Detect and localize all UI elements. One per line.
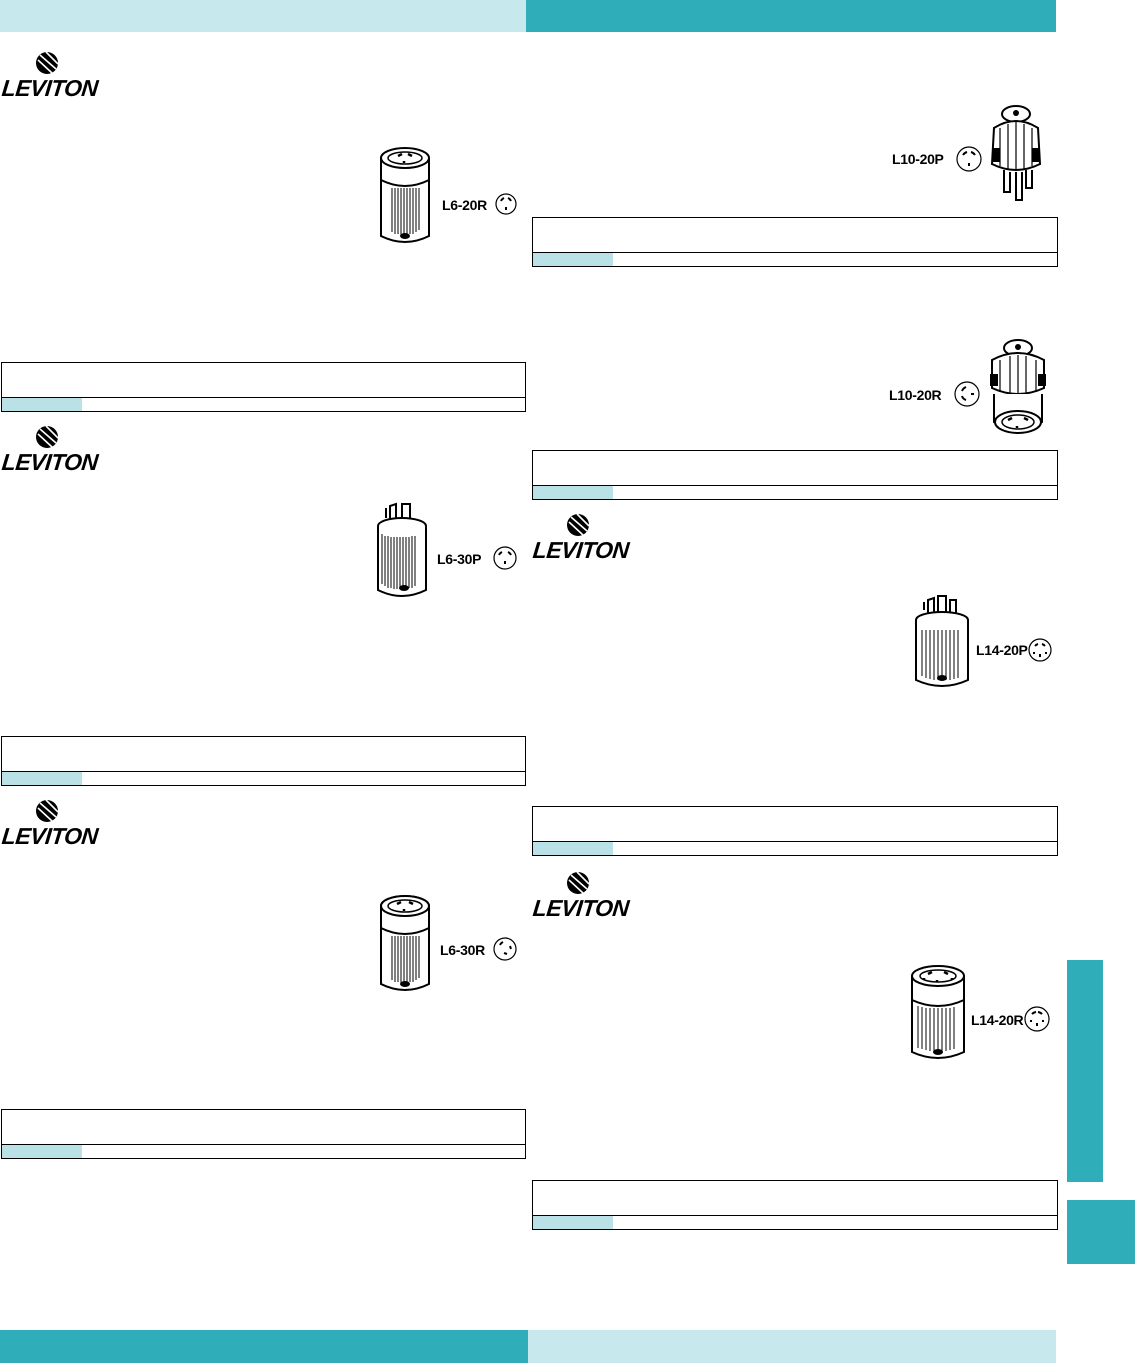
table-header: [2, 363, 525, 398]
product-image-l10-20p: [986, 104, 1046, 208]
product-image-l10-20r: [986, 338, 1050, 438]
spec-table-l6-20r: [1, 362, 526, 412]
header-band-left: [0, 0, 526, 32]
product-image-l6-30p: [372, 500, 432, 600]
product-image-l6-30r: [378, 894, 434, 994]
logo-text: LEVITON: [531, 895, 631, 921]
spec-table-l14-20p: [532, 806, 1058, 856]
table-strip: [2, 398, 525, 411]
spec-table-l6-30r: [1, 1109, 526, 1159]
table-header: [533, 218, 1057, 253]
leviton-logo: LEVITON: [0, 424, 100, 476]
model-label-l6-30r: L6-30R: [440, 942, 485, 958]
locking-receptacle-3-prong-icon: [954, 381, 980, 407]
leviton-logo: LEVITON: [531, 512, 631, 564]
table-header: [533, 1181, 1057, 1216]
table-header: [533, 807, 1057, 842]
spec-table-l10-20p: [532, 217, 1058, 267]
table-strip: [2, 1145, 525, 1158]
header-band-right: [526, 0, 1056, 32]
leviton-globe-icon: [567, 513, 590, 536]
model-label-l10-20r: L10-20R: [889, 387, 942, 403]
product-image-l14-20p: [910, 592, 974, 692]
logo-text: LEVITON: [0, 75, 100, 101]
leviton-globe-icon: [36, 425, 59, 448]
table-header: [533, 451, 1057, 486]
model-label-l14-20r: L14-20R: [971, 1012, 1024, 1028]
product-image-l14-20r: [908, 962, 968, 1062]
leviton-logo: LEVITON: [531, 870, 631, 922]
leviton-logo: LEVITON: [0, 50, 100, 102]
logo-text: LEVITON: [0, 449, 100, 475]
model-label-l10-20p: L10-20P: [892, 151, 944, 167]
spec-table-l14-20r: [532, 1180, 1058, 1230]
model-label-l14-20p: L14-20P: [976, 642, 1028, 658]
footer-band-left: [0, 1330, 528, 1363]
table-strip: [533, 486, 1057, 499]
logo-text: LEVITON: [531, 537, 631, 563]
locking-receptacle-3-prong-icon: [495, 193, 517, 215]
leviton-globe-icon: [567, 871, 590, 894]
locking-plug-4-blade-icon: [1028, 638, 1052, 662]
leviton-globe-icon: [36, 51, 59, 74]
model-label-l6-30p: L6-30P: [437, 551, 482, 567]
table-strip: [533, 253, 1057, 266]
locking-receptacle-4-prong-icon: [1024, 1006, 1050, 1032]
table-header: [2, 737, 525, 772]
table-strip: [533, 842, 1057, 855]
footer-band-right: [528, 1330, 1056, 1363]
side-tab-upper[interactable]: [1067, 960, 1103, 1182]
spec-table-l6-30p: [1, 736, 526, 786]
table-strip: [533, 1216, 1057, 1229]
model-label-l6-20r: L6-20R: [442, 197, 487, 213]
leviton-logo: LEVITON: [0, 798, 100, 850]
logo-text: LEVITON: [0, 823, 100, 849]
locking-plug-3-blade-icon: [493, 546, 517, 570]
product-image-l6-20r: [378, 146, 434, 246]
locking-plug-3-blade-icon: [956, 146, 982, 172]
leviton-globe-icon: [36, 799, 59, 822]
table-strip: [2, 772, 525, 785]
locking-receptacle-3-prong-icon: [493, 937, 517, 961]
table-header: [2, 1110, 525, 1145]
spec-table-l10-20r: [532, 450, 1058, 500]
side-tab-lower[interactable]: [1067, 1200, 1135, 1264]
